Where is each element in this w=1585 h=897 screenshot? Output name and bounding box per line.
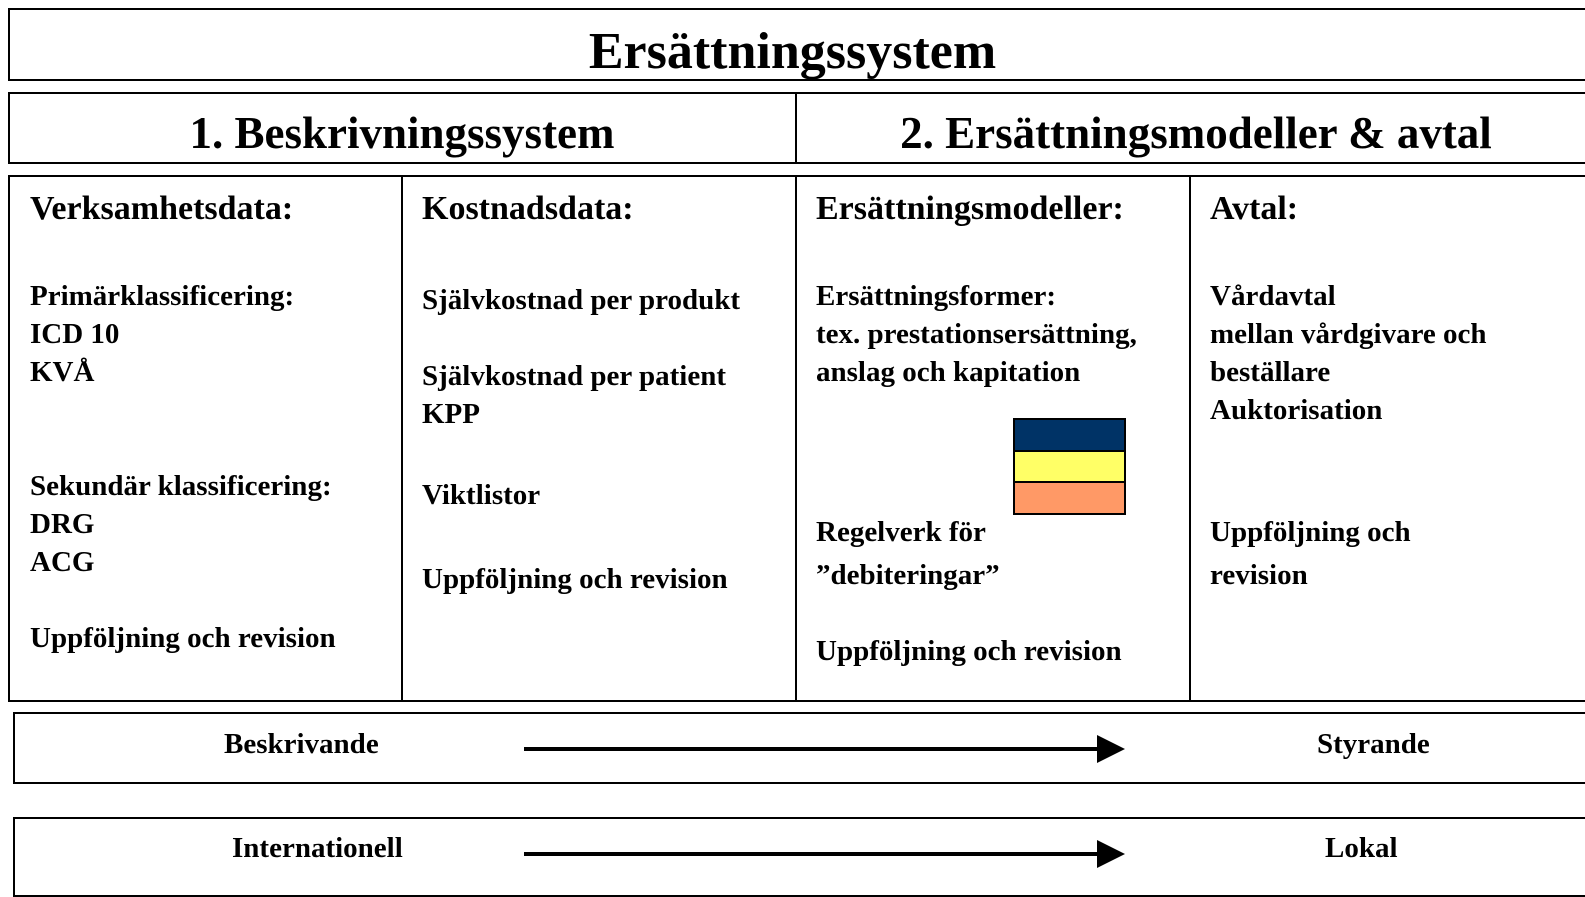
- avtal-followup-1: Uppföljning och: [1210, 516, 1411, 548]
- scale-1-arrow-head: [1097, 735, 1125, 763]
- primary-item-icd10: ICD 10: [30, 318, 120, 350]
- primary-classification-label: Primärklassificering:: [30, 280, 295, 312]
- avtal-followup-2: revision: [1210, 559, 1308, 591]
- secondary-item-drg: DRG: [30, 508, 95, 540]
- viktlistor: Viktlistor: [422, 479, 541, 511]
- stack-band-navy: [1015, 420, 1124, 452]
- title-box: [8, 8, 1585, 81]
- section-beskrivningssystem: 1. Beskrivningssystem: [189, 108, 615, 158]
- avtal-line-2: mellan vårdgivare och: [1210, 318, 1487, 350]
- forms-line-1: tex. prestationsersättning,: [816, 318, 1137, 350]
- section-divider: [795, 92, 797, 164]
- scale-1-arrow-line: [524, 747, 1100, 751]
- stack-band-orange: [1015, 483, 1124, 513]
- avtal-line-1: Vårdavtal: [1210, 280, 1336, 312]
- scale-box-2: [13, 817, 1585, 897]
- rules-line-1: Regelverk för: [816, 516, 986, 548]
- section-ersattningsmodeller: 2. Ersättningsmodeller & avtal: [900, 108, 1492, 158]
- scale-1-left: Beskrivande: [224, 728, 379, 760]
- scale-1-right: Styrande: [1317, 728, 1430, 760]
- rules-line-2: ”debiteringar”: [816, 559, 1000, 591]
- avtal-line-4: Auktorisation: [1210, 394, 1383, 426]
- kostnad-followup: Uppföljning och revision: [422, 563, 728, 595]
- verksamhet-followup: Uppföljning och revision: [30, 622, 336, 654]
- secondary-classification-label: Sekundär klassificering:: [30, 470, 332, 502]
- avtal-heading: Avtal:: [1210, 190, 1299, 227]
- stack-band-yellow: [1015, 452, 1124, 483]
- cost-per-patient: Självkostnad per patient: [422, 360, 727, 392]
- forms-line-2: anslag och kapitation: [816, 356, 1081, 388]
- column-divider-2: [795, 175, 797, 702]
- ersattning-followup: Uppföljning och revision: [816, 635, 1122, 667]
- verksamhetsdata-heading: Verksamhetsdata:: [30, 190, 294, 227]
- scale-2-arrow-line: [524, 852, 1100, 856]
- column-divider-3: [1189, 175, 1191, 702]
- color-stack-graphic: [1013, 418, 1126, 515]
- scale-2-right: Lokal: [1325, 832, 1398, 864]
- secondary-item-acg: ACG: [30, 546, 95, 578]
- kostnadsdata-heading: Kostnadsdata:: [422, 190, 634, 227]
- primary-item-kva: KVÅ: [30, 356, 95, 388]
- cost-per-product: Självkostnad per produkt: [422, 284, 741, 316]
- column-divider-1: [401, 175, 403, 702]
- diagram-title: Ersättningssystem: [588, 23, 997, 80]
- cost-kpp: KPP: [422, 398, 480, 430]
- scale-2-left: Internationell: [232, 832, 403, 864]
- ersattningsmodeller-heading: Ersättningsmodeller:: [816, 190, 1124, 227]
- avtal-line-3: beställare: [1210, 356, 1331, 388]
- forms-label: Ersättningsformer:: [816, 280, 1057, 312]
- scale-2-arrow-head: [1097, 840, 1125, 868]
